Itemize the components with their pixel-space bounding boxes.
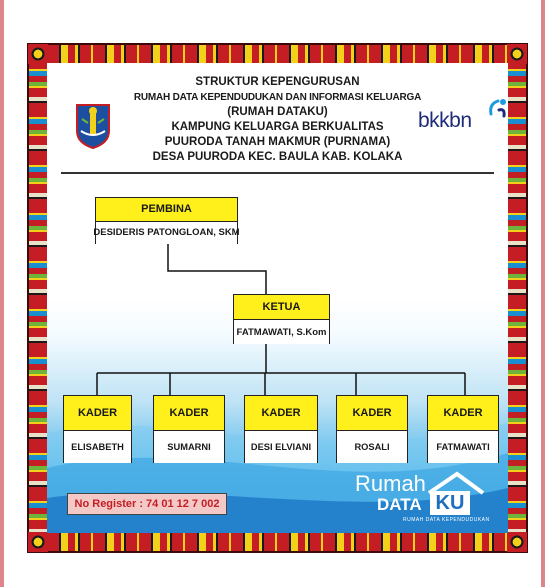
rumah-dataku-tagline: RUMAH DATA KEPENDUDUKAN: [403, 517, 490, 523]
kader-title: KADER: [245, 396, 317, 432]
header-line: RUMAH DATA KEPENDUDUKAN DAN INFORMASI KE…: [133, 92, 422, 103]
kader-box-3: KADER DESI ELVIANI: [244, 395, 318, 463]
bkkbn-mark-icon: [489, 99, 506, 118]
frame-left-border: [29, 63, 47, 533]
rumah-dataku-ku: KU: [430, 491, 470, 515]
pembina-name: DESIDERIS PATONGLOAN, SKM: [93, 221, 240, 244]
pembina-box: PEMBINA DESIDERIS PATONGLOAN, SKM: [93, 197, 240, 244]
header-divider: [61, 172, 494, 174]
rumah-dataku-data: DATA: [377, 495, 422, 514]
bkkbn-logo-text: bkkbn: [418, 109, 472, 132]
kader-title: KADER: [428, 396, 498, 432]
frame-corner-ornament: [28, 44, 48, 64]
ketua-title: KETUA: [234, 295, 329, 320]
kader-title: KADER: [64, 396, 131, 432]
kolaka-emblem-icon: [76, 104, 110, 149]
frame-bottom-border: [29, 533, 526, 551]
frame-right-border: [508, 63, 526, 533]
header-line: PUURODA TANAH MAKMUR (PURNAMA): [164, 136, 391, 148]
header-line: KAMPUNG KELUARGA BERKUALITAS: [171, 121, 384, 133]
header-title: STRUKTUR KEPENGURUSAN: [195, 76, 360, 88]
frame-top-border: [29, 45, 526, 63]
frame-corner-ornament: [507, 44, 527, 64]
kader-box-4: KADER ROSALI: [336, 395, 408, 463]
frame-corner-ornament: [507, 532, 527, 552]
chart-panel: bkkbn STRUKTUR KEPENGURUSAN RUMAH DATA K…: [47, 63, 508, 533]
ketua-name: FATMAWATI, S.Kom: [234, 320, 329, 344]
ornamental-frame: bkkbn STRUKTUR KEPENGURUSAN RUMAH DATA K…: [27, 43, 528, 553]
frame-corner-ornament: [28, 532, 48, 552]
kader-box-5: KADER FATMAWATI: [427, 395, 499, 463]
rumah-dataku-word: Rumah: [355, 471, 426, 496]
header-line: DESA PUURODA KEC. BAULA KAB. KOLAKA: [152, 151, 403, 163]
ketua-box: KETUA FATMAWATI, S.Kom: [233, 294, 330, 344]
kader-name: DESI ELVIANI: [245, 431, 317, 463]
kader-name: ROSALI: [337, 431, 407, 463]
kader-box-2: KADER SUMARNI: [153, 395, 225, 463]
rumah-dataku-logo: Rumah DATA KU RUMAH DATA KEPENDUDUKAN: [355, 471, 505, 523]
connector-lines: [96, 243, 466, 395]
kader-name: SUMARNI: [154, 431, 224, 463]
house-roof-icon: [427, 471, 485, 495]
pembina-title: PEMBINA: [96, 198, 237, 222]
kader-title: KADER: [154, 396, 224, 432]
register-number: No Register : 74 01 12 7 002: [67, 493, 227, 515]
kader-box-1: KADER ELISABETH: [63, 395, 132, 463]
right-edge-strip: [541, 0, 545, 587]
kader-title: KADER: [337, 396, 407, 432]
left-edge-strip: [0, 0, 4, 587]
header-line: (RUMAH DATAKU): [227, 106, 328, 118]
chart-header: STRUKTUR KEPENGURUSAN RUMAH DATA KEPENDU…: [47, 75, 508, 165]
kader-name: FATMAWATI: [428, 431, 498, 463]
kader-name: ELISABETH: [64, 431, 131, 463]
